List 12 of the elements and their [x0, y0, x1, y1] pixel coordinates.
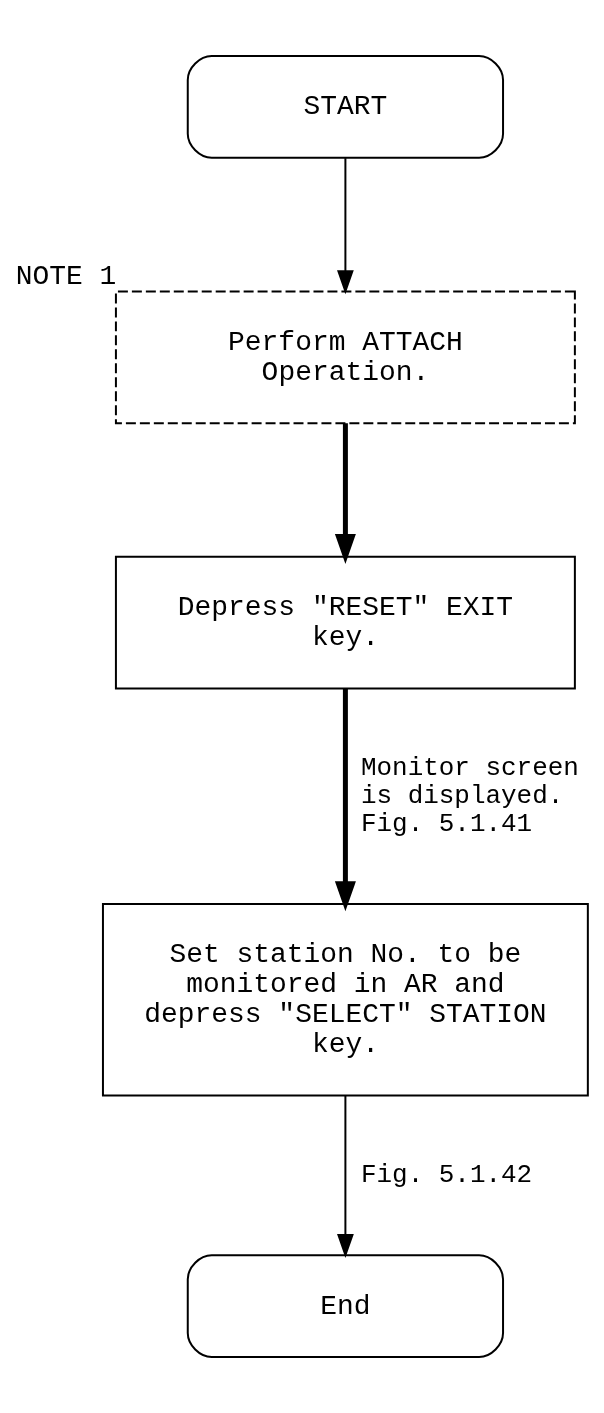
arrow: [337, 157, 354, 295]
node-box: START: [186, 55, 505, 159]
node-label: NOTE 1: [15, 260, 117, 292]
arrow: [334, 688, 356, 912]
arrow: [334, 423, 356, 565]
node-box: Depress "RESET" EXIT key.: [114, 555, 576, 690]
node-box: Set station No. to be monitored in AR and depress "SELECT" STATION key.: [101, 903, 589, 1097]
arrow: [337, 1094, 354, 1259]
node-box: Perform ATTACH Operation.: [114, 290, 576, 425]
edge-label: Fig. 5.1.42: [360, 1160, 533, 1191]
node-box: End: [186, 1254, 505, 1358]
edge-label: Monitor screen is displayed. Fig. 5.1.41: [360, 753, 579, 840]
